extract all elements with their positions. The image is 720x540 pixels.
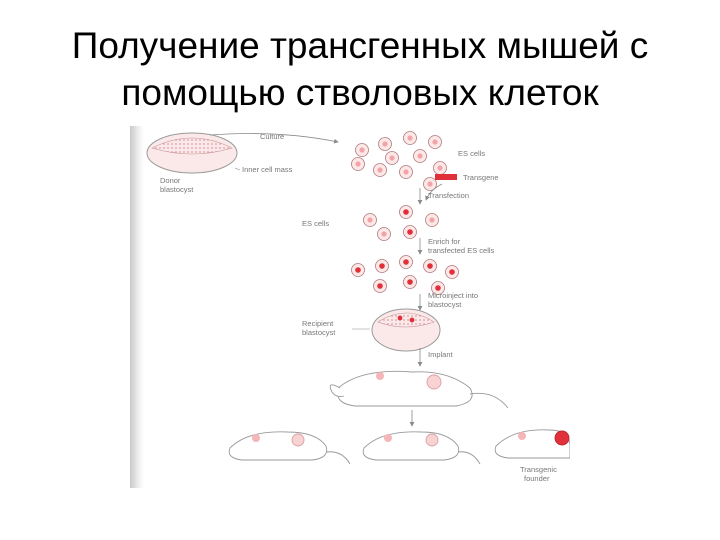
diagram-svg: Donor blastocyst Inner cell mass Culture… (146, 131, 570, 483)
es-cells-mid-cluster (363, 205, 439, 241)
culture-arrow (209, 133, 339, 144)
label-implant: Implant (428, 350, 454, 359)
label-culture: Culture (260, 132, 284, 141)
label-recipient-2: blastocyst (302, 328, 336, 337)
offspring-mouse-1 (228, 431, 351, 465)
label-transfection: Transfection (428, 191, 469, 200)
label-recipient-1: Recipient (302, 319, 334, 328)
label-enrich-2: transfected ES cells (428, 246, 495, 255)
recipient-blastocyst (371, 308, 441, 352)
inner-cell-mass-pointer (234, 167, 241, 171)
label-transgenic-2: founder (524, 474, 550, 483)
label-inner-cell-mass: Inner cell mass (242, 165, 293, 174)
label-donor-1: Donor (160, 176, 181, 185)
slide-title: Получение трансгенных мышей с помощью ст… (0, 22, 720, 116)
transgenic-mouse-diagram: Donor blastocyst Inner cell mass Culture… (130, 126, 570, 488)
label-es-cells-mid: ES cells (302, 219, 329, 228)
scan-shadow-edge (130, 126, 144, 488)
label-es-cells-top: ES cells (458, 149, 485, 158)
label-enrich-1: Enrich for (428, 237, 461, 246)
transgene-bar (435, 174, 457, 180)
label-transgene: Transgene (463, 173, 499, 182)
surrogate-mouse (329, 370, 509, 409)
transgene-arrow (425, 183, 443, 201)
slide-title-line-2: помощью стволовых клеток (121, 72, 599, 113)
transgenic-founder-mouse (494, 429, 570, 459)
donor-blastocyst (146, 132, 238, 174)
label-donor-2: blastocyst (160, 185, 194, 194)
es-cells-top-cluster (351, 131, 447, 191)
transfected-es-cells-cluster (351, 255, 459, 295)
label-microinject-1: Microinject into (428, 291, 478, 300)
label-microinject-2: blastocyst (428, 300, 462, 309)
label-transgenic-1: Transgenic (520, 465, 557, 474)
slide-title-line-1: Получение трансгенных мышей с (71, 25, 649, 66)
offspring-mouse-2 (362, 431, 481, 465)
